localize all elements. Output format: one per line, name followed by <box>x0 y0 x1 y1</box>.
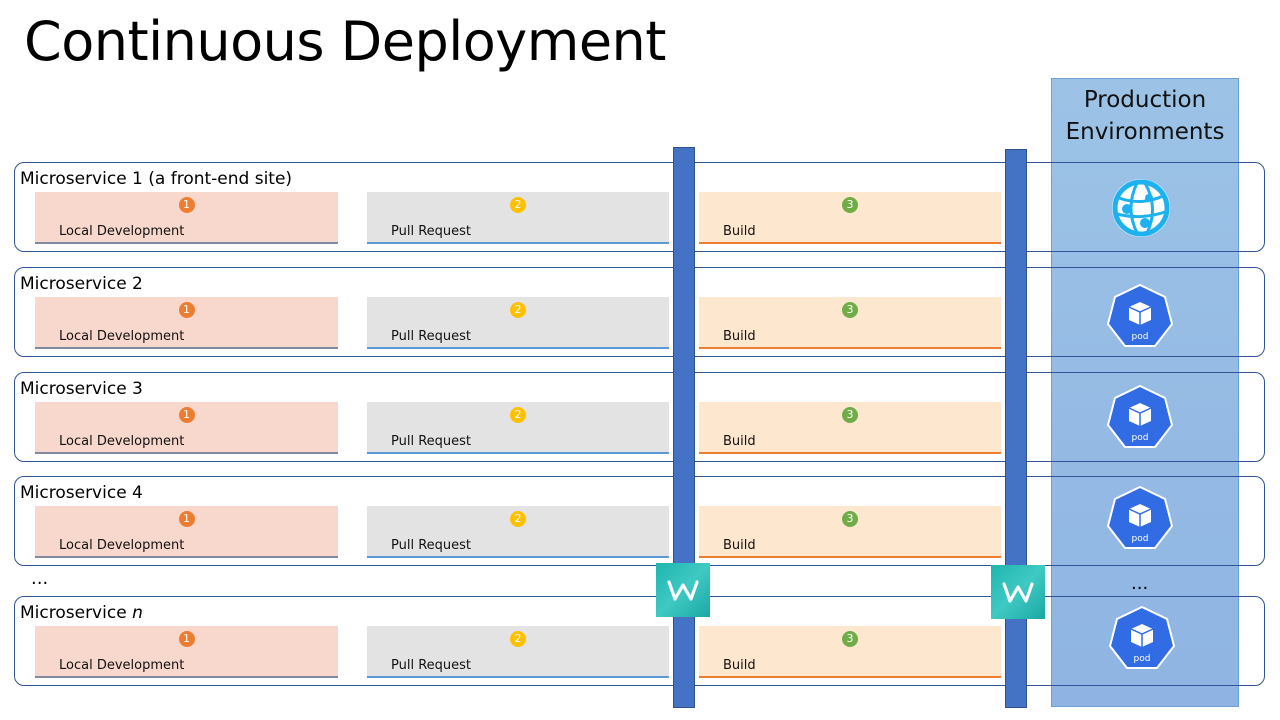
production-environments-title: Production Environments <box>1051 84 1239 148</box>
stage-label: Pull Request <box>391 658 472 673</box>
kubernetes-pod-icon: pod <box>1106 284 1174 350</box>
stage-label: Build <box>723 658 756 673</box>
build-gate-bar <box>673 147 695 708</box>
stage-label: Build <box>723 434 756 449</box>
stage-label: Pull Request <box>391 538 472 553</box>
webhook-gate-icon <box>991 565 1045 619</box>
pod-label: pod <box>1133 654 1151 664</box>
microservice-name-text: Microservice 2 <box>20 274 143 294</box>
stage-number-badge: 3 <box>842 302 858 318</box>
stage-number-badge: 2 <box>510 407 526 423</box>
kubernetes-pod-icon: pod <box>1108 606 1176 672</box>
page-title: Continuous Deployment <box>24 10 666 73</box>
stage-label: Pull Request <box>391 329 472 344</box>
stage-label: Pull Request <box>391 434 472 449</box>
stage-label: Local Development <box>59 224 185 239</box>
stage-label: Build <box>723 538 756 553</box>
stage-number-badge: 1 <box>178 407 195 423</box>
microservice-row <box>14 476 1265 566</box>
stage-label: Local Development <box>59 538 185 553</box>
microservice-row <box>14 267 1265 357</box>
stage-number-badge: 1 <box>178 197 195 213</box>
production-title-line2: Environments <box>1065 119 1225 145</box>
microservice-name-text: Microservice 4 <box>20 483 143 503</box>
stage-number-badge: 1 <box>178 511 195 527</box>
stage-number-badge: 2 <box>510 631 526 647</box>
stage-label: Local Development <box>59 329 185 344</box>
stage-label: Build <box>723 224 756 239</box>
stage-label: Build <box>723 329 756 344</box>
webhook-gate-icon <box>656 563 710 617</box>
stage-label: Local Development <box>59 434 185 449</box>
pod-label: pod <box>1131 534 1149 544</box>
pod-label: pod <box>1131 332 1149 342</box>
stage-number-badge: 3 <box>842 631 858 647</box>
production-ellipsis: ... <box>1131 573 1149 594</box>
microservice-name-text: Microservice 3 <box>20 379 143 399</box>
kubernetes-pod-icon: pod <box>1106 486 1174 552</box>
kubernetes-pod-icon: pod <box>1106 385 1174 451</box>
stage-number-badge: 2 <box>510 511 526 527</box>
rows-ellipsis: ... <box>31 568 49 589</box>
microservice-name: Microservice 1 (a front-end site) <box>20 169 292 189</box>
stage-number-badge: 3 <box>842 407 858 423</box>
microservice-name: Microservice 2 <box>20 274 143 294</box>
pod-label: pod <box>1131 433 1149 443</box>
stage-label: Local Development <box>59 658 185 673</box>
microservice-name: Microservice 3 <box>20 379 143 399</box>
stage-label: Pull Request <box>391 224 472 239</box>
stage-number-badge: 1 <box>178 631 195 647</box>
microservice-row <box>14 596 1265 686</box>
stage-number-badge: 3 <box>842 197 858 213</box>
release-gate-bar <box>1005 149 1027 708</box>
microservice-row <box>14 162 1265 252</box>
stage-number-badge: 2 <box>510 197 526 213</box>
production-title-line1: Production <box>1083 87 1207 113</box>
web-app-globe-icon <box>1107 176 1175 240</box>
microservice-name-text: Microservice <box>20 603 133 623</box>
microservice-name: Microservice 4 <box>20 483 143 503</box>
stage-number-badge: 1 <box>178 302 195 318</box>
stage-number-badge: 2 <box>510 302 526 318</box>
microservice-name-text: Microservice 1 (a front-end site) <box>20 169 293 189</box>
microservice-name: Microservice n <box>20 603 143 623</box>
microservice-row <box>14 372 1265 462</box>
microservice-name-italic: n <box>132 603 143 623</box>
stage-number-badge: 3 <box>842 511 858 527</box>
